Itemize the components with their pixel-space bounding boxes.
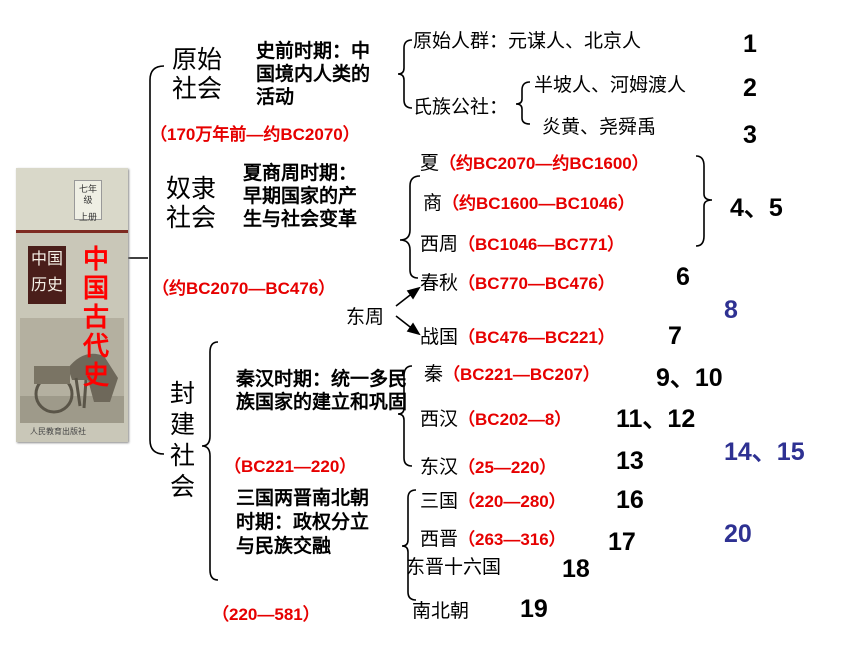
right-brace-4-5	[695, 155, 713, 247]
dynasty-western-zhou: 西周（BC1046—BC771）	[420, 229, 624, 256]
dynasty-warring-states-name: 战国	[420, 326, 459, 348]
cover-volume-text: 上册	[78, 213, 97, 223]
dynasty-spring-autumn-years: （BC770—BC476）	[458, 274, 615, 293]
num-20: 20	[724, 520, 752, 548]
cover-grade-label: 七年级 上册	[74, 180, 102, 223]
qinhan-period-text: 秦汉时期：统一多民族国家的建立和巩固	[236, 368, 408, 413]
three-kingdoms-span: （220—581）	[212, 605, 320, 624]
dynasty-xia: 夏（约BC2070—约BC1600）	[420, 148, 649, 175]
primitive-period-text: 史前时期：中国境内人类的活动	[256, 40, 371, 108]
dynasty-spring-autumn-name: 春秋	[420, 272, 459, 294]
num-14-15: 14、15	[724, 438, 805, 466]
three-kingdoms-brace	[401, 489, 417, 601]
dynasty-western-han: 西汉（BC202—8）	[420, 404, 571, 431]
dynasty-shang: 商（约BC1600—BC1046）	[423, 188, 635, 215]
qinhan-period-title: 秦汉时期：统一多民族国家的建立和巩固	[236, 368, 408, 414]
cover-grade-text: 七年级	[78, 185, 97, 206]
num-11-12: 11、12	[616, 405, 696, 433]
num-3: 3	[743, 121, 757, 149]
dynasty-xia-years: （约BC2070—约BC1600）	[439, 154, 649, 173]
dynasty-warring-states-years: （BC476—BC221）	[458, 328, 615, 347]
num-6: 6	[676, 263, 690, 291]
feudal-society-label: 封建社会	[170, 378, 200, 502]
primitive-span: （170万年前—约BC2070）	[150, 125, 360, 144]
dynasty-eastern-han-name: 东汉	[420, 456, 459, 478]
slavery-span: （约BC2070—BC476）	[152, 279, 336, 298]
dynasty-qin-years: （BC221—BC207）	[443, 365, 600, 384]
dynasty-three-kingdoms-name: 三国	[420, 490, 459, 512]
dynasty-three-kingdoms: 三国（220—280）	[420, 486, 566, 513]
dynasty-spring-autumn: 春秋（BC770—BC476）	[420, 268, 615, 295]
chariot-illustration-icon	[20, 353, 124, 423]
feudal-brace	[201, 341, 219, 581]
dynasty-western-jin: 西晋（263—316）	[420, 524, 566, 551]
primitive-period-title: 史前时期：中国境内人类的活动	[256, 40, 380, 109]
slavery-society-label: 奴隶社会	[166, 174, 228, 232]
slavery-period-text: 夏商周时期：早期国家的产生与社会变革	[243, 162, 358, 230]
num-8: 8	[724, 296, 738, 324]
dynasty-three-kingdoms-years: （220—280）	[458, 492, 566, 511]
primitive-item-clan: 氏族公社：	[413, 96, 509, 118]
num-17: 17	[608, 528, 636, 556]
primitive-brace	[397, 39, 413, 109]
dynasty-shang-years: （约BC1600—BC1046）	[442, 194, 635, 213]
eastern-zhou-label: 东周	[346, 306, 385, 328]
cover-publisher: 人民教育出版社	[30, 427, 86, 436]
dynasty-western-zhou-years: （BC1046—BC771）	[458, 235, 625, 254]
arrowhead-up	[406, 286, 421, 300]
main-brace	[128, 65, 165, 455]
primitive-society-text: 原始社会	[172, 45, 223, 103]
dynasty-western-jin-years: （263—316）	[458, 530, 566, 549]
primitive-item-1: 原始人群：元谋人、北京人	[413, 30, 642, 52]
clan-brace	[515, 81, 531, 125]
num-7: 7	[668, 322, 682, 350]
dynasty-western-jin-name: 西晋	[420, 528, 459, 550]
primitive-item-banpo: 半坡人、河姆渡人	[534, 74, 687, 96]
three-kingdoms-period-text: 三国两晋南北朝时期：政权分立与民族交融	[236, 487, 370, 557]
qinhan-brace	[397, 365, 413, 467]
arrowhead-down	[406, 322, 421, 336]
primitive-society-label: 原始社会	[172, 45, 232, 103]
cover-title: 中国历史	[28, 246, 66, 304]
dynasty-qin: 秦（BC221—BC207）	[424, 359, 600, 386]
num-16: 16	[616, 486, 644, 514]
cover-illustration	[20, 318, 124, 423]
num-9-10: 9、10	[656, 364, 723, 392]
root-label: 中国古代史	[82, 245, 109, 391]
dynasty-shang-name: 商	[423, 192, 443, 214]
num-2: 2	[743, 74, 757, 102]
three-kingdoms-period-title: 三国两晋南北朝时期：政权分立与民族交融	[236, 486, 386, 558]
num-1: 1	[743, 30, 757, 58]
num-13: 13	[616, 447, 644, 475]
num-4-5: 4、5	[730, 194, 783, 222]
dynasty-warring-states: 战国（BC476—BC221）	[420, 322, 615, 349]
feudal-society-text: 封建社会	[170, 379, 196, 501]
dynasty-xia-name: 夏	[420, 152, 440, 174]
num-18: 18	[562, 555, 590, 583]
slavery-period-title: 夏商周时期：早期国家的产生与社会变革	[243, 162, 367, 231]
num-19: 19	[520, 595, 548, 623]
cover-band	[16, 230, 128, 233]
primitive-item-yanhuang: 炎黄、尧舜禹	[542, 116, 657, 138]
dynasty-eastern-han: 东汉（25—220）	[420, 452, 556, 479]
slavery-brace	[399, 175, 421, 279]
qinhan-span: （BC221—220）	[224, 457, 357, 476]
dynasty-eastern-han-years: （25—220）	[458, 458, 557, 477]
cover-title-text: 中国历史	[30, 249, 63, 294]
dynasty-eastern-jin-16: 东晋十六国	[406, 556, 502, 578]
cover-top-panel	[16, 168, 128, 230]
dynasty-western-han-name: 西汉	[420, 408, 459, 430]
dynasty-qin-name: 秦	[424, 363, 444, 385]
dynasty-western-han-years: （BC202—8）	[458, 410, 572, 429]
dynasty-southern-northern: 南北朝	[412, 600, 470, 622]
slavery-society-text: 奴隶社会	[166, 174, 217, 232]
dynasty-western-zhou-name: 西周	[420, 233, 459, 255]
textbook-cover: 七年级 上册 中国历史 人民教育出版社	[16, 168, 128, 442]
